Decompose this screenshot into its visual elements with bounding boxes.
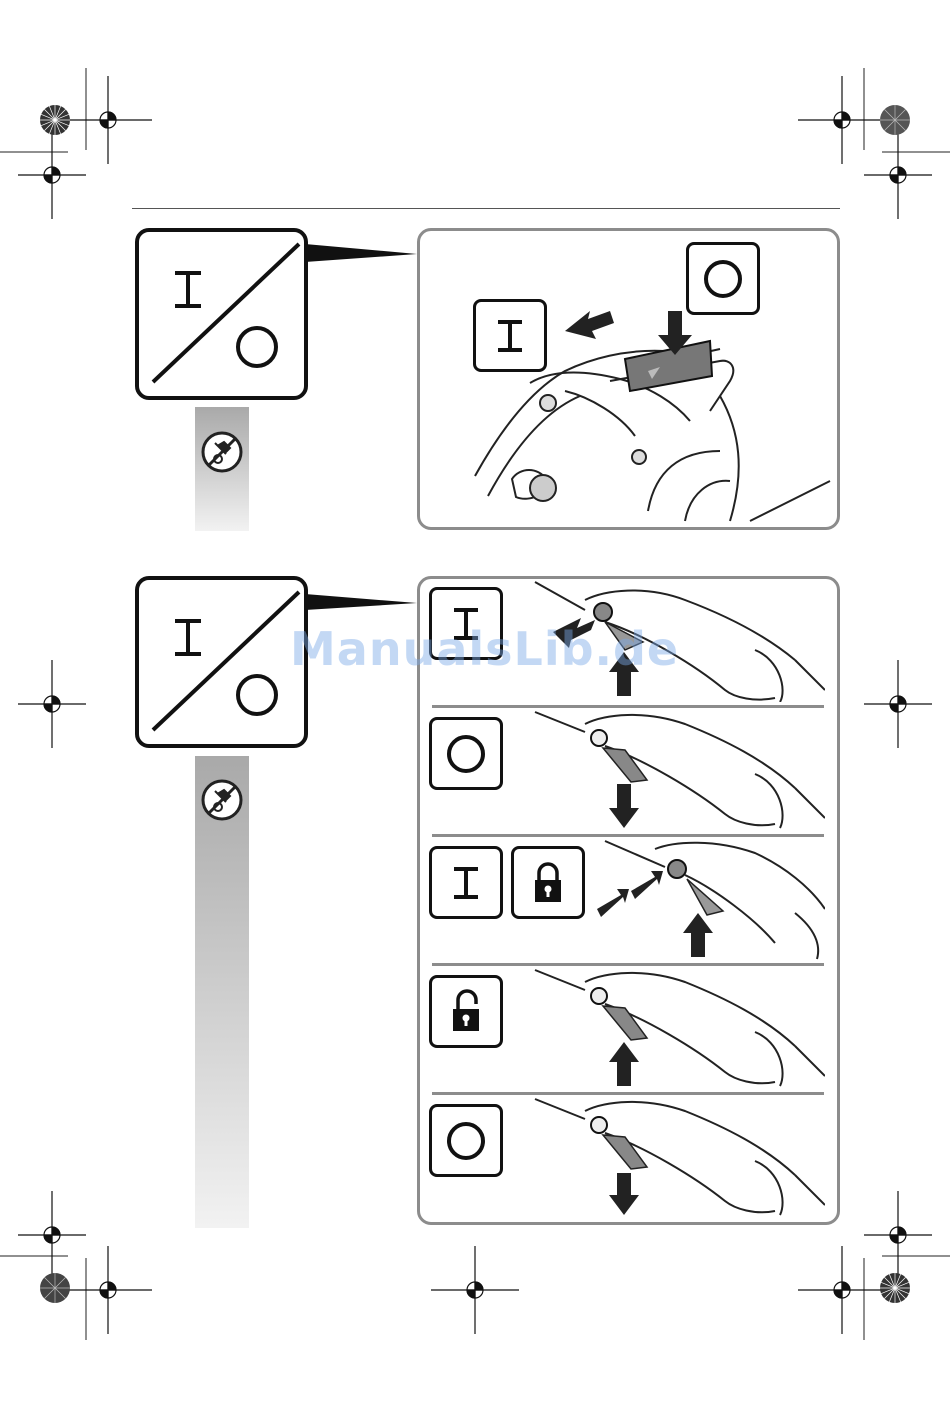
handle-illustration-step-4: [525, 968, 825, 1090]
step-divider: [432, 705, 824, 708]
off-symbol-icon: [686, 242, 760, 315]
illustration-frame-switch: [417, 228, 840, 530]
on-symbol-icon: [473, 299, 547, 372]
no-unplug-warning-icon: [200, 778, 244, 822]
step-divider: [432, 1092, 824, 1095]
lock-closed-icon: [511, 846, 585, 919]
handle-illustration-step-2: [525, 710, 825, 832]
off-symbol-icon: [429, 717, 503, 790]
watermark: ManualsLib.de: [290, 622, 670, 676]
step-divider: [432, 963, 824, 966]
release-down-arrow: [609, 784, 639, 828]
release-down-arrow: [609, 1173, 639, 1215]
push-arrow: [597, 889, 629, 917]
power-on-off-icon: [135, 576, 308, 748]
push-arrow: [631, 871, 663, 899]
lock-open-icon: [429, 975, 503, 1048]
slide-left-arrow: [565, 311, 614, 339]
step-divider: [432, 834, 824, 837]
pull-up-arrow: [683, 913, 713, 957]
header-rule: [132, 208, 840, 209]
handle-illustration-step-3: [595, 839, 825, 961]
gradient-bar: [195, 756, 249, 1228]
on-symbol-icon: [429, 846, 503, 919]
off-symbol-icon: [429, 1104, 503, 1177]
power-on-off-icon: [135, 228, 308, 400]
callout-pointer: [305, 238, 420, 278]
pull-up-arrow: [609, 1042, 639, 1086]
no-unplug-warning-icon: [200, 430, 244, 474]
handle-illustration-step-5: [525, 1097, 825, 1219]
